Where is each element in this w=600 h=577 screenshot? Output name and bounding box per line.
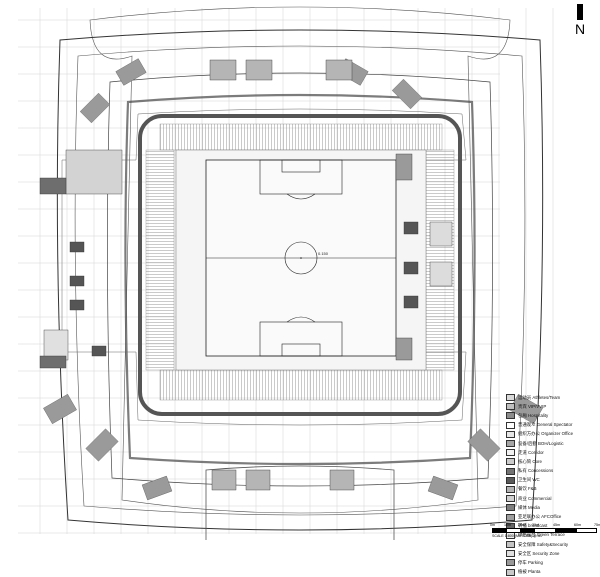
east-stand	[425, 149, 455, 371]
scale-tick-label: 45m	[553, 523, 560, 527]
legend-label: 运动员 Athletes/Team	[518, 394, 561, 400]
north-goal-area	[281, 159, 321, 173]
legend-label: 核心筒 Core	[518, 458, 542, 464]
scale-segment	[520, 528, 535, 533]
stadium-floor-plan: 0.150	[18, 6, 554, 540]
legend-item: 媒体 Media	[506, 503, 600, 512]
legend-label: 设备/后勤 BOH/Logistic	[518, 440, 564, 446]
legend-item: 贵宾 VIP/VVIP	[506, 402, 600, 411]
scale-tick-label: 60m	[574, 523, 581, 527]
scale-segment	[492, 528, 507, 533]
legend-label: 转播 broadcast	[518, 523, 548, 529]
center-level-label: 0.150	[318, 251, 329, 256]
north-arrow-icon	[577, 4, 583, 20]
legend-swatch	[506, 403, 515, 411]
legend-label: 安全保障 Safety&Security	[518, 541, 569, 547]
legend-item: 安全区 Security Zone	[506, 549, 600, 558]
legend-swatch	[506, 541, 515, 549]
legend: 运动员 Athletes/Team 贵宾 VIP/VVIP 包厢 Hospitali…	[506, 393, 600, 577]
legend-swatch	[506, 550, 515, 558]
scale-bar: SCALE 1:800 (METERS) @ A1 0m 10m 20m 30m 45m…	[490, 523, 600, 540]
legend-swatch	[506, 394, 515, 402]
legend-item: 卫生间 WC	[506, 476, 600, 485]
legend-swatch	[506, 559, 515, 567]
inner-concourse-ring	[124, 93, 476, 466]
legend-swatch	[506, 568, 515, 576]
legend-item: 商业 Commercial	[506, 494, 600, 503]
scale-tick-label: 0m	[490, 523, 495, 527]
north-arrow: N	[568, 4, 592, 42]
legend-item: 设备/后勤 BOH/Logistic	[506, 439, 600, 448]
legend-swatch	[506, 495, 515, 503]
legend-label: 私有 Concessions	[518, 468, 554, 474]
scale-tick-label: 75m	[594, 523, 600, 527]
legend-item: 亚足联办公 AFCOffice	[506, 512, 600, 521]
legend-swatch	[506, 440, 515, 448]
center-circle	[284, 241, 318, 275]
legend-label: 植被 Planta	[518, 569, 541, 575]
south-stand	[159, 369, 443, 401]
legend-label: 亚足联办公 AFCOffice	[518, 514, 562, 520]
legend-swatch	[506, 458, 515, 466]
scale-caption: SCALE 1:800 (METERS) @ A1	[492, 534, 542, 538]
legend-swatch	[506, 485, 515, 493]
legend-item: 走道 Corridor	[506, 448, 600, 457]
north-penalty-arc	[286, 193, 316, 200]
legend-item: 核心筒 Core	[506, 457, 600, 466]
north-stand	[159, 123, 443, 151]
legend-swatch	[506, 513, 515, 521]
core-blocks	[209, 59, 355, 491]
legend-label: 绿色露台 Green Terrace	[518, 532, 565, 538]
corner-blocks	[43, 58, 543, 501]
upper-seating-ring	[107, 72, 493, 487]
legend-swatch	[506, 504, 515, 512]
scale-segment	[555, 528, 577, 533]
legend-swatch	[506, 430, 515, 438]
legend-item: 植被 Planta	[506, 568, 600, 577]
legend-label: 安全区 Security Zone	[518, 550, 560, 556]
legend-swatch	[506, 449, 515, 457]
legend-swatch	[506, 421, 515, 429]
legend-label: 贵宾 VIP/VVIP	[518, 403, 547, 409]
concourse-outline	[74, 45, 526, 516]
center-spot	[300, 257, 302, 259]
legend-item: 私有 Concessions	[506, 467, 600, 476]
legend-label: 卫生间 WC	[518, 477, 540, 483]
legend-label: 商业 Commercial	[518, 495, 552, 501]
east-rooms	[395, 153, 453, 361]
scale-tick-label: 30m	[532, 523, 539, 527]
lower-bowl-ring	[61, 108, 467, 426]
legend-swatch	[506, 412, 515, 420]
legend-label: 走道 Corridor	[518, 449, 544, 455]
legend-label: 普通观众 General Spectator	[518, 422, 573, 428]
west-rooms	[39, 149, 123, 369]
legend-label: 包厢 Hospitality	[518, 412, 549, 418]
legend-item: 餐饮 F&B	[506, 485, 600, 494]
legend-label: 媒体 Media	[518, 504, 540, 510]
legend-label: 停车 Parking	[518, 559, 543, 565]
scale-segment	[506, 528, 521, 533]
legend-item: 运动员 Athletes/Team	[506, 393, 600, 402]
scale-segment	[576, 528, 597, 533]
south-penalty-arc	[286, 316, 316, 323]
legend-label: 餐饮 F&B	[518, 486, 537, 492]
south-entry	[205, 465, 395, 540]
legend-item: 安全保障 Safety&Security	[506, 540, 600, 549]
scale-tick-label: 10m	[504, 523, 511, 527]
south-goal-area	[281, 343, 321, 357]
legend-item: 普通观众 General Spectator	[506, 421, 600, 430]
west-stand	[145, 149, 175, 371]
scale-segment	[534, 528, 556, 533]
legend-swatch	[506, 476, 515, 484]
legend-label: 组织方办公 Organizer Office	[518, 431, 574, 437]
legend-item: 包厢 Hospitality	[506, 411, 600, 420]
north-label: N	[574, 21, 586, 37]
legend-item: 停车 Parking	[506, 558, 600, 567]
bowl-dark-band	[138, 114, 462, 416]
legend-item: 组织方办公 Organizer Office	[506, 430, 600, 439]
legend-swatch	[506, 467, 515, 475]
scale-tick-label: 20m	[518, 523, 525, 527]
